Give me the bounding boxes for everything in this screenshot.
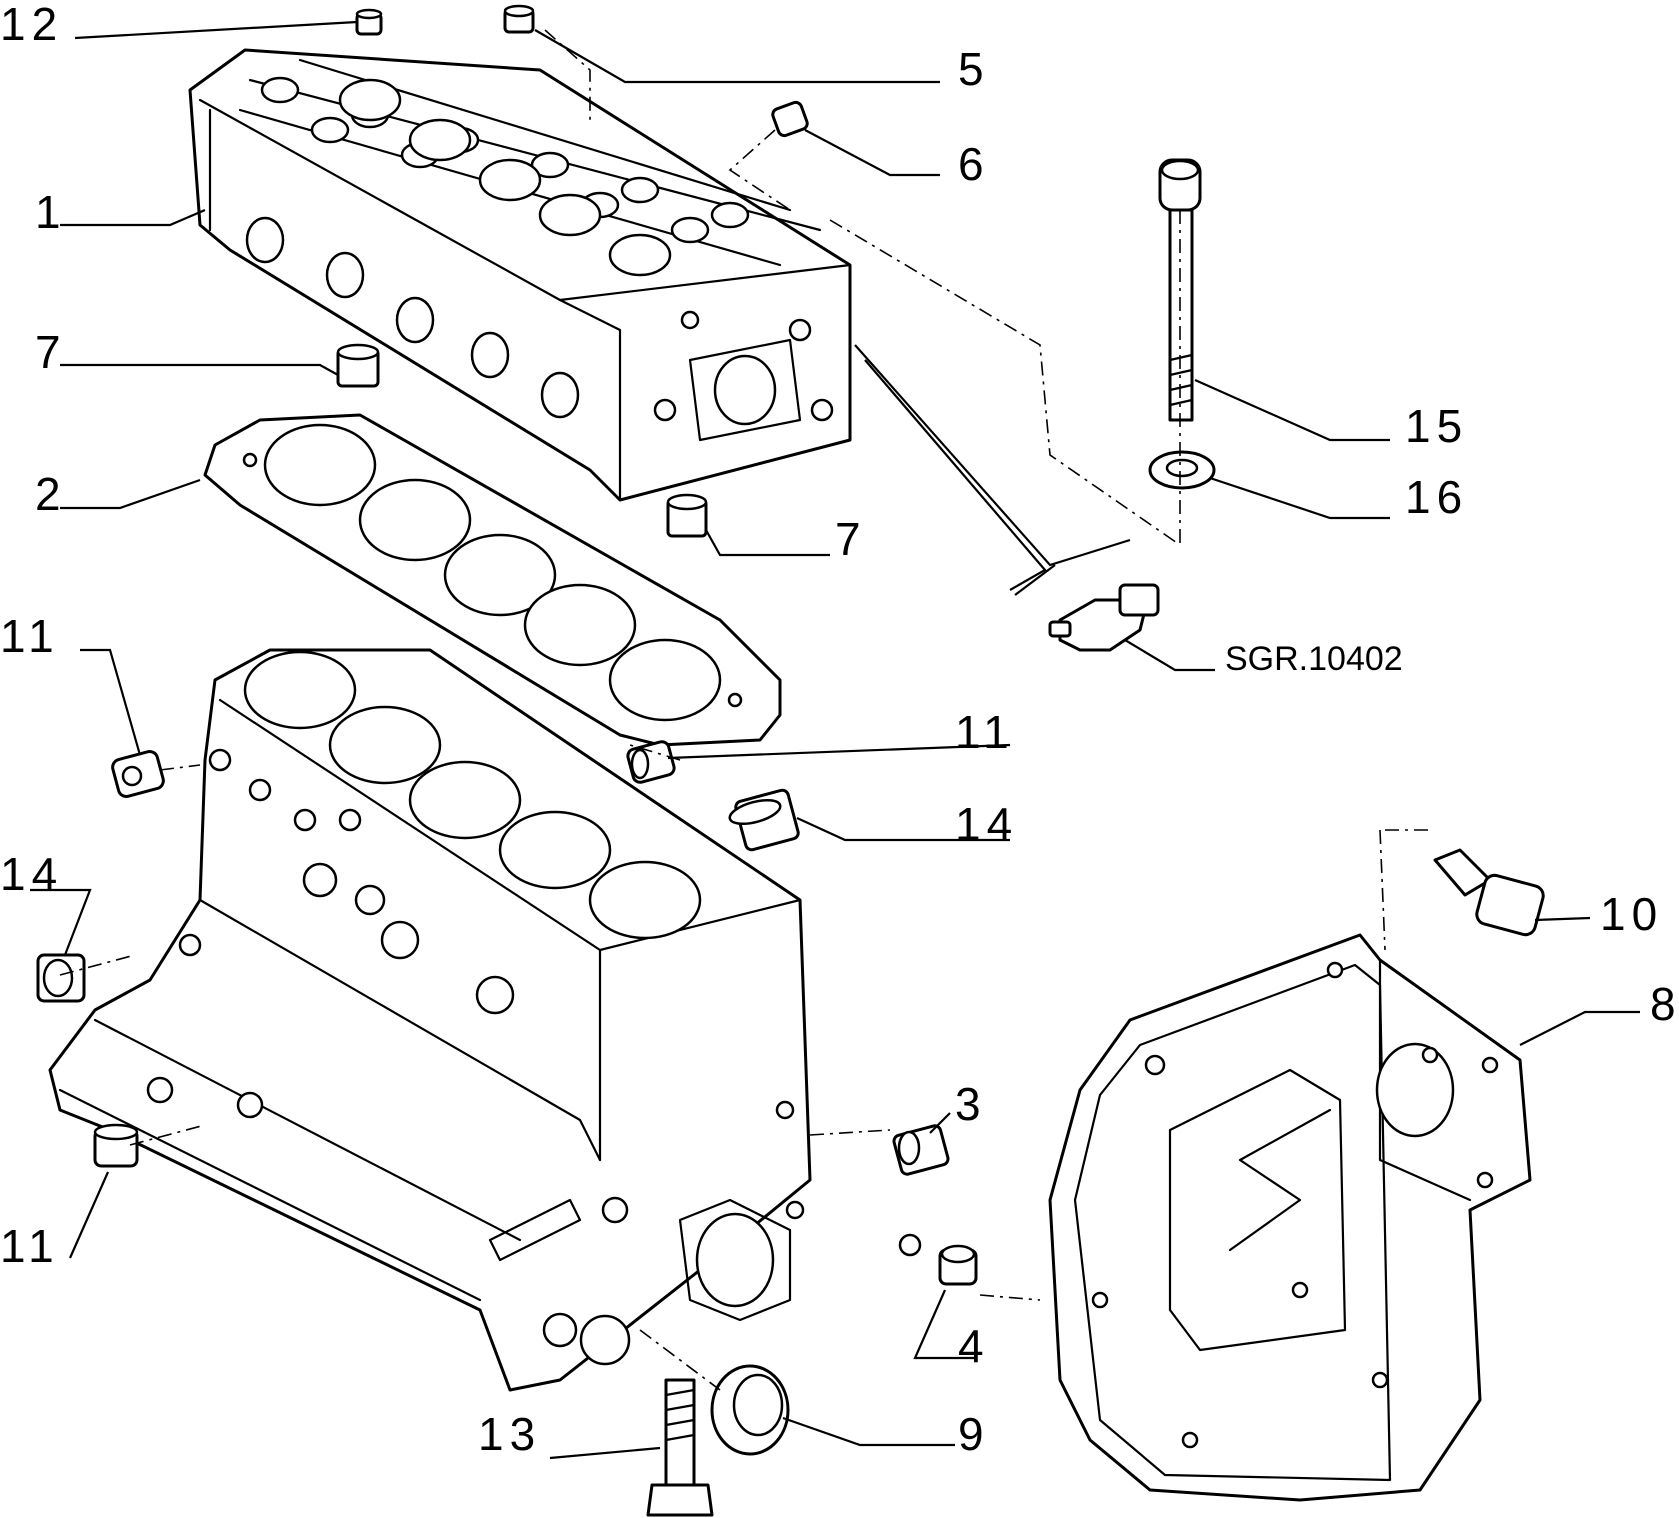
part-4-bush <box>938 1244 978 1286</box>
callout-13: 13 <box>478 1408 541 1460</box>
callout-1: 1 <box>35 186 67 238</box>
sensor-connector-lines <box>854 344 1131 596</box>
head-gasket <box>203 413 782 747</box>
callout-11-c: 11 <box>0 1220 60 1272</box>
part-3-bush <box>892 1124 950 1176</box>
part-9-seal <box>710 1364 790 1456</box>
callout-6: 6 <box>958 138 990 190</box>
part-7-dowel-b <box>666 493 708 538</box>
part-15-bolt <box>1158 158 1202 422</box>
leader-lines <box>30 20 1640 1460</box>
callout-11-b: 11 <box>955 706 1015 758</box>
cylinder-head <box>188 48 852 502</box>
part-12-plug <box>355 8 383 36</box>
callout-11-a: 11 <box>0 610 60 662</box>
callout-16: 16 <box>1405 471 1468 523</box>
callout-7-b: 7 <box>835 513 867 565</box>
part-11-plug-c <box>93 1123 139 1168</box>
callout-8: 8 <box>1650 978 1679 1030</box>
callout-7-a: 7 <box>35 326 67 378</box>
callout-14-b: 14 <box>0 848 63 900</box>
callout-15: 15 <box>1405 400 1468 452</box>
callout-10: 10 <box>1600 888 1663 940</box>
part-11-plug-b <box>626 740 676 784</box>
callout-14-a: 14 <box>955 798 1018 850</box>
part-13-bolt <box>646 1378 714 1517</box>
part-11-plug-a <box>111 749 165 799</box>
part-6-plug <box>771 100 809 138</box>
part-10-plug <box>1433 848 1545 937</box>
callout-9: 9 <box>958 1408 990 1460</box>
temperature-sensor <box>1048 583 1160 652</box>
part-16-washer <box>1148 450 1216 490</box>
part-5-plug <box>503 4 535 34</box>
reference-code: SGR.10402 <box>1225 640 1403 678</box>
callout-4: 4 <box>958 1320 990 1372</box>
engine-block <box>48 648 922 1392</box>
callout-12: 12 <box>0 0 63 50</box>
cam-lobes <box>260 76 750 244</box>
callout-labels: 12 5 6 1 7 15 2 16 7 SGR.10402 11 11 14 … <box>0 0 1679 1460</box>
part-7-dowel-a <box>336 343 380 388</box>
part-14-sleeve-b <box>36 953 86 1003</box>
timing-cover <box>1048 933 1532 1502</box>
callout-3: 3 <box>955 1078 987 1130</box>
callout-5: 5 <box>958 43 990 95</box>
callout-2: 2 <box>35 468 67 520</box>
part-14-sleeve-a <box>728 788 800 852</box>
